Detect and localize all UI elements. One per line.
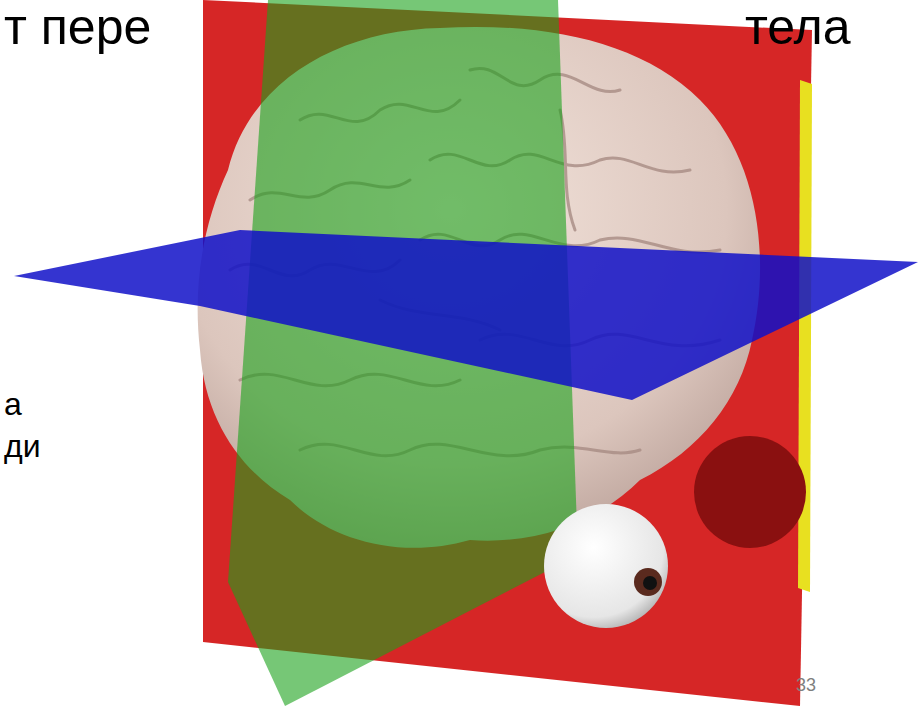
eyeball-behind: [694, 436, 806, 548]
eye-pupil: [643, 576, 657, 590]
eye-iris: [634, 568, 662, 596]
title-fragment: тела: [745, 2, 850, 52]
page-number: 33: [796, 676, 816, 694]
title-fragment: т пере: [4, 2, 151, 52]
text-fragment: ди: [4, 430, 41, 462]
text-fragment: а: [4, 388, 22, 420]
horizontal-plane: [14, 230, 918, 400]
eyeball: [544, 504, 668, 628]
